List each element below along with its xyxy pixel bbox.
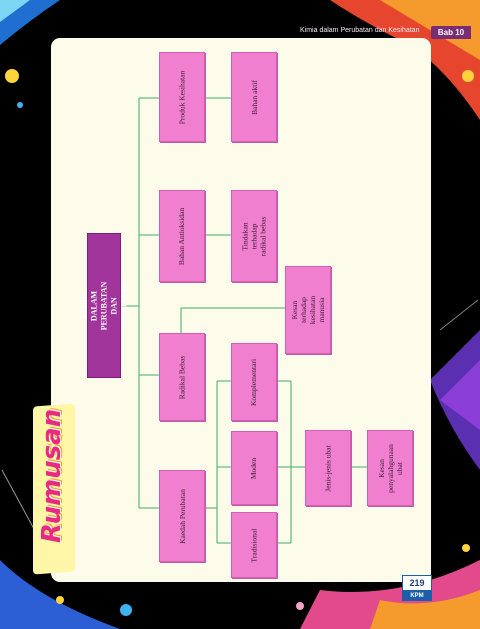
chapter-title: Kimia dalam Perubatan dan Kesihatan xyxy=(300,27,420,34)
node-label: Tradisional xyxy=(249,528,259,562)
node-kesan-penyalahgunaan: Kesan penyalahgunaan ubat xyxy=(367,430,413,506)
node-label: Kesan terhadap kesihatan manusia xyxy=(290,295,326,325)
node-kaedah-perubatan: Kaedah Perubatan xyxy=(159,470,205,562)
node-label: Jenis-jenis ubat xyxy=(323,444,333,492)
node-label: Bahan aktif xyxy=(249,79,259,115)
page-number: 219 xyxy=(402,575,432,591)
node-label: Bahan Antioksidan xyxy=(177,207,187,265)
node-tradisional: Tradisional xyxy=(231,512,277,578)
node-label: Komplementari xyxy=(249,358,259,406)
publisher-badge: KPM xyxy=(402,590,432,601)
node-bahan-aktif: Bahan aktif xyxy=(231,52,277,142)
node-label: Tindakan terhadap radikal bebas xyxy=(240,216,268,256)
node-jenis-ubat: Jenis-jenis ubat xyxy=(305,430,351,506)
chapter-tab: Bab 10 xyxy=(431,26,471,39)
root-label: KIMIA DALAM PERUBATAN DAN KESIHATAN xyxy=(79,281,128,330)
node-label: Kaedah Perubatan xyxy=(177,488,187,544)
summary-label: Rumusan xyxy=(37,408,67,543)
node-label: Radikal Bebas xyxy=(177,355,187,399)
node-komplementari: Komplementari xyxy=(231,343,277,421)
node-label: Produk Kesihatan xyxy=(177,70,187,124)
node-produk-kesihatan: Produk Kesihatan xyxy=(159,52,205,142)
node-label: Kesan penyalahgunaan ubat xyxy=(376,443,404,493)
node-bahan-antioksidan: Bahan Antioksidan xyxy=(159,190,205,282)
root-node: KIMIA DALAM PERUBATAN DAN KESIHATAN xyxy=(79,233,128,378)
node-label: Moden xyxy=(249,457,259,479)
node-tindakan-radikal: Tindakan terhadap radikal bebas xyxy=(231,190,277,282)
node-radikal-bebas: Radikal Bebas xyxy=(159,333,205,421)
node-moden: Moden xyxy=(231,431,277,505)
connector-lines xyxy=(119,97,367,544)
node-kesan-kesihatan: Kesan terhadap kesihatan manusia xyxy=(285,266,331,354)
